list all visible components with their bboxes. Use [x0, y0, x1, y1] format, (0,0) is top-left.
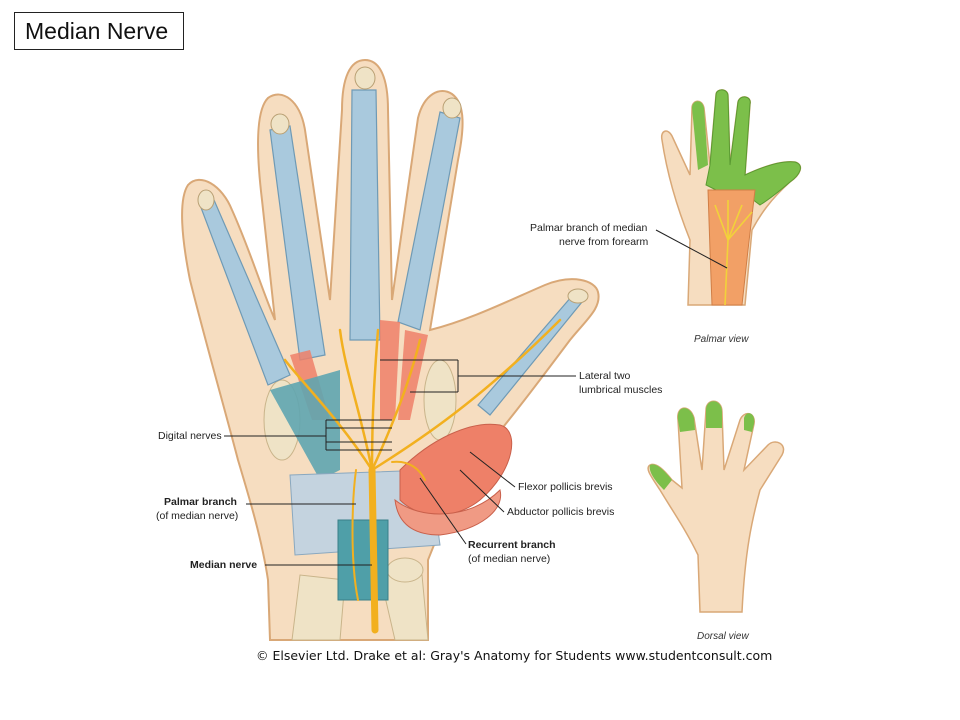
- main-hand-illustration: [181, 58, 600, 641]
- label-recurrent-branch: Recurrent branch: [468, 539, 556, 551]
- label-median-nerve: Median nerve: [190, 559, 257, 571]
- median-nerve-branches: [283, 318, 562, 634]
- page-title: Median Nerve: [25, 17, 169, 44]
- label-palmar-forearm-2: nerve from forearm: [559, 236, 649, 248]
- digital-nerve: [370, 338, 422, 472]
- leader-flexor-pollicis-brevis: [469, 451, 516, 488]
- carpal-bone: [386, 557, 424, 583]
- palmar-view-illustration: Palmar branch of median nerve from forea…: [530, 89, 802, 345]
- copyright-credit: © Elsevier Ltd. Drake et al: Gray's Anat…: [256, 648, 773, 663]
- label-recurrent-branch-sub: (of median nerve): [468, 553, 550, 565]
- label-palmar-forearm-1: Palmar branch of median: [530, 222, 647, 234]
- median-nerve-trunk: [368, 466, 379, 634]
- middle-finger-tendon: [349, 89, 381, 341]
- flexor-tendon-bundle: [337, 519, 389, 601]
- distal-phalanx: [567, 288, 589, 304]
- leader-digital-nerves: [224, 419, 392, 451]
- palmar-branch: [351, 469, 359, 601]
- leader-abductor-pollicis-brevis: [459, 469, 505, 513]
- recurrent-branch: [391, 460, 426, 481]
- dorsal-sensory-green: [649, 401, 755, 490]
- dorsal-view-illustration: Dorsal view: [647, 400, 785, 642]
- metacarpal-head: [423, 359, 457, 441]
- thumb-digital-nerve: [370, 318, 562, 472]
- leader-palmar-forearm: [655, 229, 728, 269]
- label-digital-nerves: Digital nerves: [158, 430, 222, 442]
- palmar-view-nerve: [714, 200, 753, 306]
- label-lateral-lumbricals-1: Lateral two: [579, 370, 631, 382]
- label-abductor-pollicis-brevis: Abductor pollicis brevis: [507, 506, 614, 518]
- digital-nerve: [370, 328, 380, 472]
- title-box: Median Nerve: [14, 12, 184, 50]
- label-palmar-branch-sub: (of median nerve): [156, 510, 238, 522]
- palmar-view-caption: Palmar view: [694, 334, 749, 345]
- distal-phalanx: [270, 113, 290, 135]
- distal-phalanx: [197, 189, 215, 211]
- finger-tendons: [199, 89, 583, 416]
- label-lateral-lumbricals-2: lumbrical muscles: [579, 384, 662, 396]
- leader-lateral-lumbricals: [380, 359, 576, 393]
- radius-bone: [291, 574, 346, 641]
- palmar-sensory-green-finger: [692, 101, 708, 170]
- dorsal-green-ring: [744, 413, 755, 432]
- lumbrical-muscle: [398, 330, 428, 420]
- label-palmar-branch: Palmar branch: [164, 496, 237, 508]
- distal-phalanx: [354, 66, 376, 90]
- main-hand-labels: Digital nerves Palmar branch (of median …: [156, 359, 662, 571]
- abductor-pollicis-brevis-muscle: [394, 489, 502, 536]
- leader-recurrent-branch: [419, 477, 467, 545]
- palmar-sensory-green: [705, 89, 801, 206]
- digital-nerve: [283, 358, 374, 472]
- dorsal-green-middle: [706, 401, 722, 428]
- dorsal-hand-skin: [647, 400, 785, 613]
- label-flexor-pollicis-brevis: Flexor pollicis brevis: [518, 481, 613, 493]
- dorsal-green-thumb: [649, 464, 672, 490]
- dorsal-green-index: [677, 408, 695, 432]
- lumbrical-muscle: [380, 320, 400, 420]
- distal-phalanx: [442, 97, 462, 119]
- flexor-retinaculum: [270, 370, 340, 480]
- dorsal-view-caption: Dorsal view: [697, 631, 749, 642]
